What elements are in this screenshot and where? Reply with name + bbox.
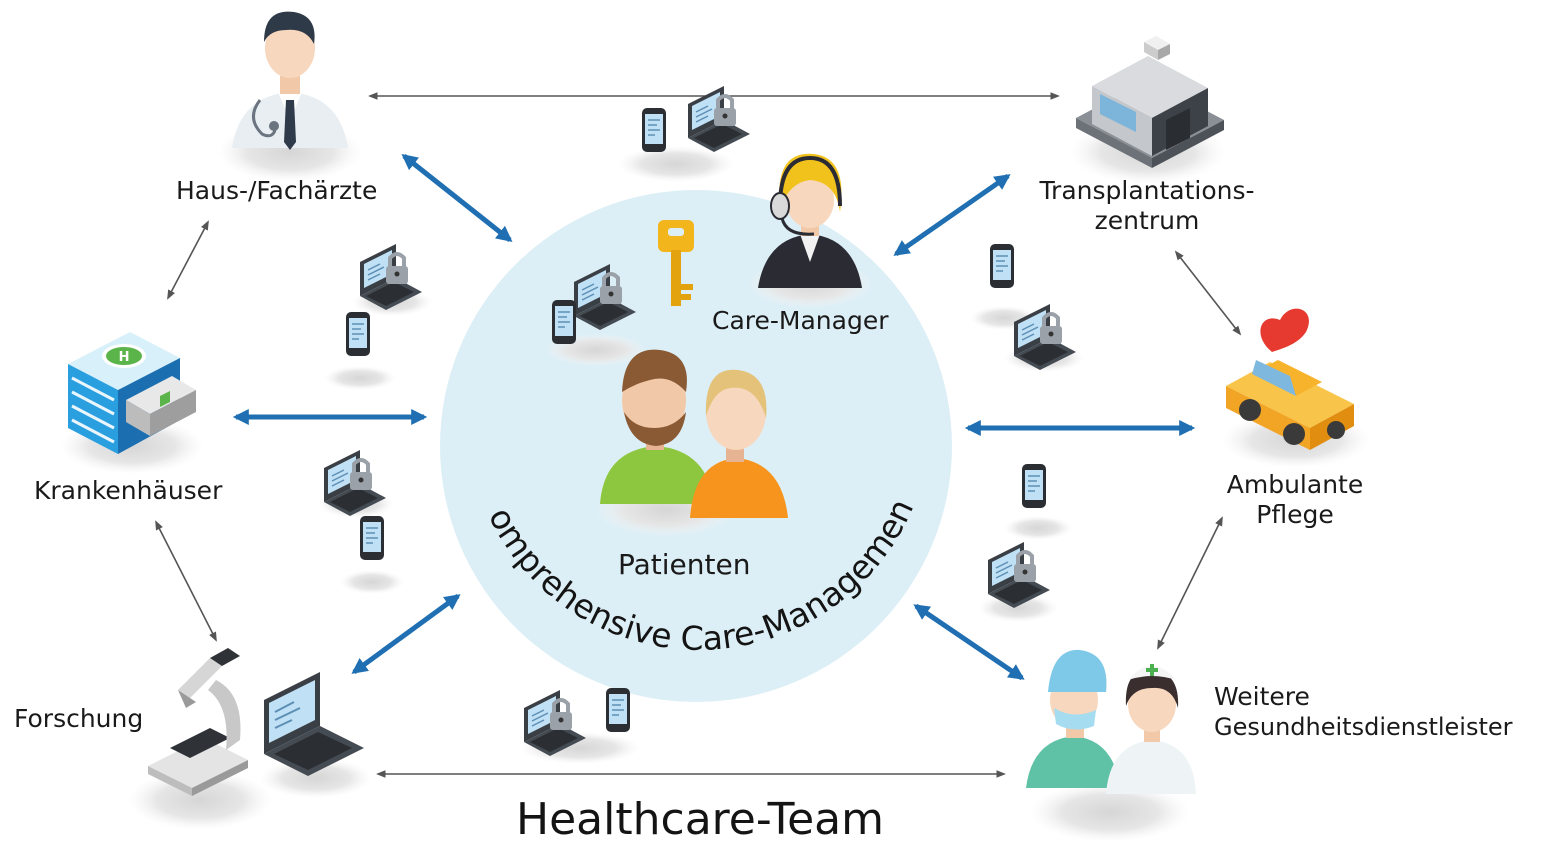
arrow-transplant-center bbox=[893, 173, 1011, 257]
label-transplant: Transplantations- zentrum bbox=[1022, 176, 1272, 236]
label-providers-line2: Gesundheitsdienstleister bbox=[1214, 713, 1513, 741]
laptop-icon bbox=[264, 672, 364, 776]
nurse-icon bbox=[1026, 649, 1196, 794]
arrow-research-center bbox=[351, 593, 461, 675]
label-care-manager: Care-Manager bbox=[712, 306, 889, 335]
label-ambulant: Ambulante Pflege bbox=[1200, 470, 1390, 530]
hospital-icon: H bbox=[68, 332, 196, 454]
label-transplant-line1: Transplantations- bbox=[1039, 176, 1255, 205]
label-transplant-line2: zentrum bbox=[1094, 206, 1200, 235]
label-ambulant-line2: Pflege bbox=[1256, 500, 1334, 529]
arrow-doctors-hospitals bbox=[167, 220, 209, 300]
microscope-icon bbox=[148, 648, 248, 796]
patients-icon bbox=[600, 349, 788, 518]
label-ambulant-line1: Ambulante bbox=[1226, 470, 1364, 499]
arrow-hospitals-research bbox=[155, 520, 217, 642]
doctor-icon bbox=[232, 11, 348, 150]
arrow-transplant-ambulant bbox=[1174, 250, 1242, 336]
building-icon bbox=[1076, 36, 1224, 168]
label-providers: Weitere Gesundheitsdienstleister bbox=[1214, 682, 1513, 742]
car-heart-icon bbox=[1226, 308, 1354, 450]
svg-text:H: H bbox=[119, 350, 130, 365]
label-research: Forschung bbox=[14, 704, 144, 733]
label-hospitals: Krankenhäuser bbox=[34, 476, 223, 505]
label-patients: Patienten bbox=[618, 548, 751, 581]
arrow-doctors-center bbox=[401, 154, 513, 242]
label-doctors: Haus-/Fachärzte bbox=[176, 176, 378, 205]
healthcare-team-title: Healthcare-Team bbox=[516, 794, 884, 845]
arrow-ambulant-providers bbox=[1157, 516, 1223, 650]
headset-agent-icon bbox=[758, 153, 862, 288]
key-icon bbox=[658, 220, 694, 306]
arrow-providers-center bbox=[913, 603, 1025, 681]
label-providers-line1: Weitere bbox=[1214, 682, 1310, 711]
